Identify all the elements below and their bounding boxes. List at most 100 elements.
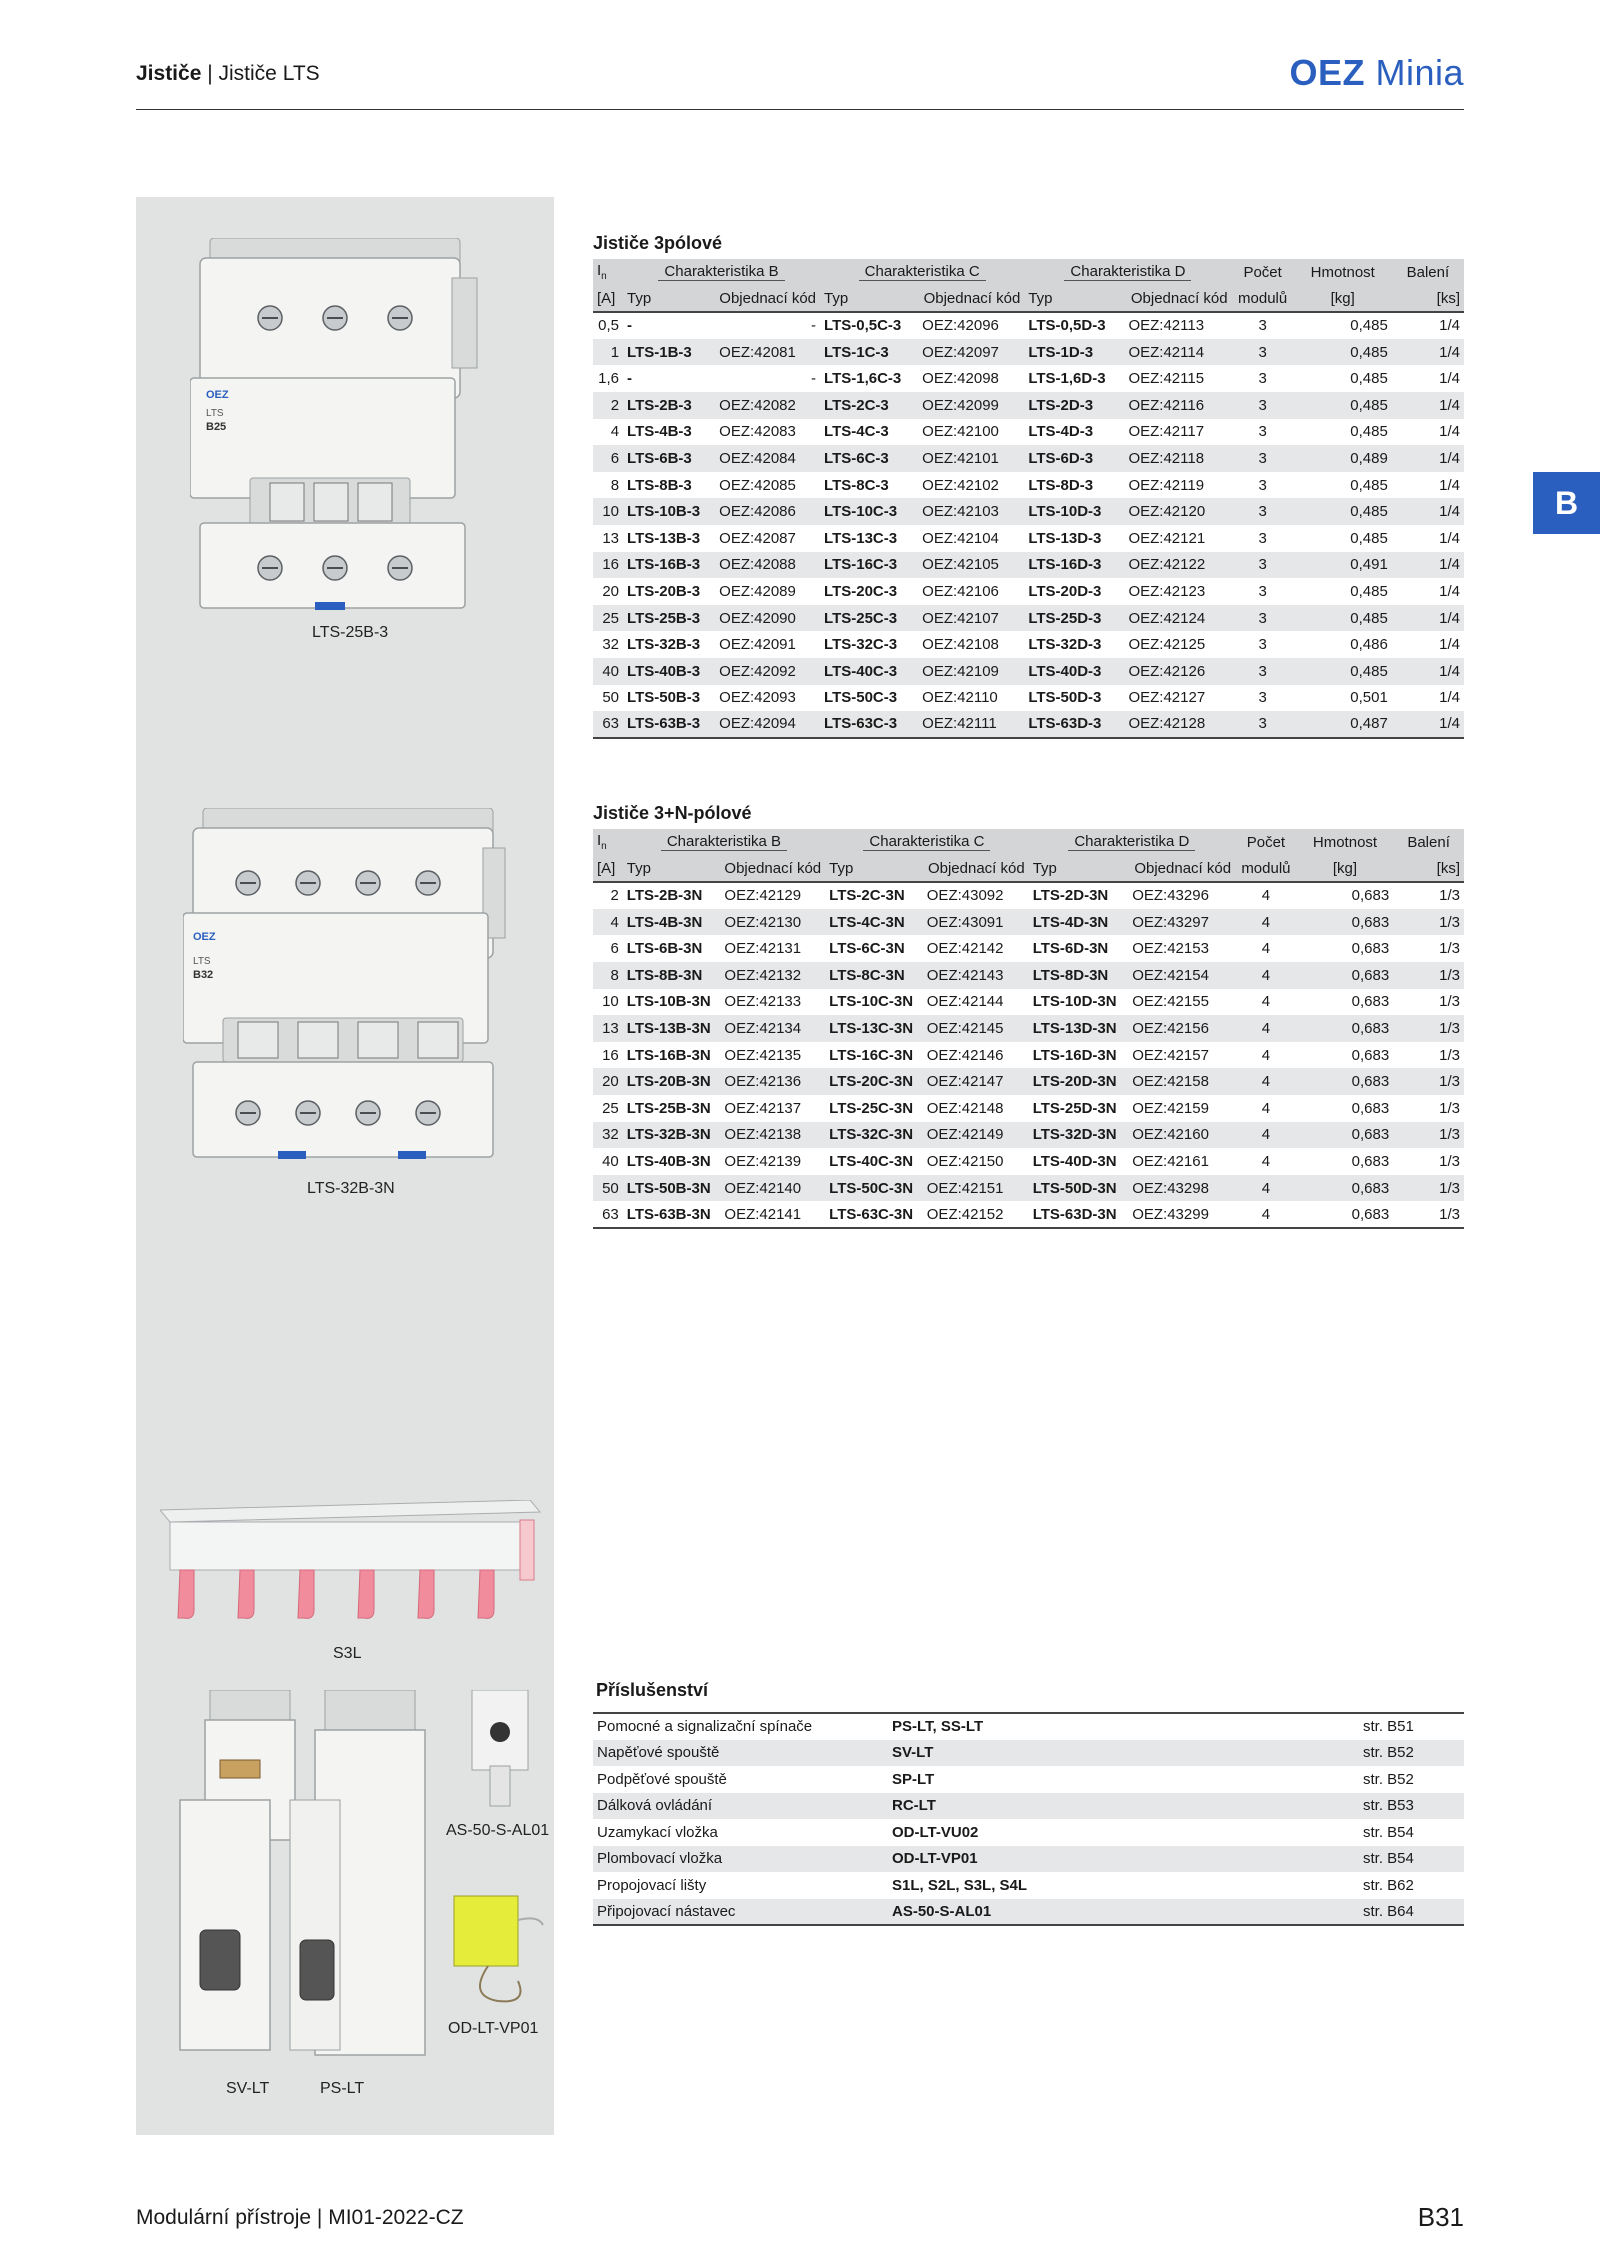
cell-type-d: LTS-16D-3 xyxy=(1024,551,1125,579)
cell-rated-current: 25 xyxy=(593,604,624,632)
cell-order-code-d: OEZ:42158 xyxy=(1128,1068,1236,1095)
cell-module-count: 3 xyxy=(1258,636,1267,654)
cell-rated-current: 40 xyxy=(593,657,624,685)
cell-type-d: LTS-50D-3 xyxy=(1028,689,1102,707)
cell-packaging: 1/3 xyxy=(1393,1174,1464,1202)
cell-weight: 0,489 xyxy=(1293,445,1392,472)
cell-type-b: LTS-50B-3N xyxy=(622,1174,721,1202)
cell-rated-current: 0,5 xyxy=(598,317,620,335)
cell-type-b: LTS-32B-3N xyxy=(622,1121,721,1149)
header-hmotnost-3n: Hmotnost xyxy=(1296,829,1394,856)
cell-rated-current: 25 xyxy=(602,1099,619,1117)
table-3n: In Charakteristika B Charakteristika C C… xyxy=(593,829,1464,1229)
cell-order-code-c: OEZ:42150 xyxy=(926,1152,1004,1170)
cell-type-c: LTS-6C-3N xyxy=(829,940,905,958)
cell-weight: 0,683 xyxy=(1351,887,1390,905)
header-char-b: Charakteristika B xyxy=(623,259,821,286)
accessory-type: S1L, S2L, S3L, S4L xyxy=(892,1876,1028,1894)
cell-type-d: LTS-40D-3 xyxy=(1024,657,1125,685)
cell-packaging: 1/4 xyxy=(1439,317,1460,335)
cell-type-b: LTS-8B-3N xyxy=(622,961,721,989)
cell-order-code-b: OEZ:42086 xyxy=(715,498,821,525)
device-logo-3n: OEZ xyxy=(193,931,216,943)
cell-type-b: LTS-1B-3 xyxy=(623,338,716,366)
cell-type-d: LTS-10D-3N xyxy=(1032,993,1117,1011)
cell-type-c: LTS-13C-3 xyxy=(824,529,898,547)
cell-order-code-b: OEZ:42138 xyxy=(720,1121,826,1149)
cell-type-d: LTS-40D-3N xyxy=(1032,1152,1117,1170)
cell-rated-current: 32 xyxy=(602,636,620,654)
cell-order-code-b: OEZ:42139 xyxy=(724,1152,802,1170)
cell-type-d: LTS-1,6D-3 xyxy=(1028,370,1106,388)
cell-module-count: 3 xyxy=(1258,689,1267,707)
cell-packaging: 1/4 xyxy=(1391,445,1464,472)
cell-module-count: 4 xyxy=(1235,1174,1297,1202)
cell-order-code-b: - xyxy=(811,317,817,335)
cell-type-d: LTS-25D-3 xyxy=(1024,604,1125,632)
cell-packaging: 1/4 xyxy=(1391,498,1464,525)
cell-rated-current: 6 xyxy=(610,940,619,958)
header-char-d: Charakteristika D xyxy=(1024,259,1232,286)
cell-order-code-d: OEZ:42122 xyxy=(1124,551,1232,579)
cell-packaging: 1/4 xyxy=(1391,711,1464,739)
cell-weight: 0,683 xyxy=(1351,1046,1390,1064)
cell-order-code-c: OEZ:42102 xyxy=(922,476,999,494)
cell-order-code-b: OEZ:42129 xyxy=(724,887,802,905)
cell-module-count: 4 xyxy=(1235,1068,1297,1095)
cell-order-code-d: OEZ:42157 xyxy=(1132,1046,1209,1064)
cell-type-b: - xyxy=(627,370,633,388)
cell-packaging: 1/3 xyxy=(1393,1015,1464,1042)
cell-order-code-c: OEZ:42148 xyxy=(926,1099,1004,1117)
cell-order-code-b: OEZ:42135 xyxy=(724,1046,802,1064)
cell-rated-current: 20 xyxy=(593,1068,623,1095)
sv-lt-ps-lt-drawing xyxy=(179,1690,426,2056)
cell-module-count: 3 xyxy=(1258,370,1267,388)
cell-order-code-b: OEZ:42133 xyxy=(724,993,802,1011)
cell-type-c: LTS-6C-3 xyxy=(820,445,919,472)
cell-packaging: 1/4 xyxy=(1439,476,1460,494)
brand-logo: OEZ Minia xyxy=(1289,52,1464,94)
cell-order-code-b: OEZ:42094 xyxy=(715,711,821,739)
device-rating-label-3n: B32 xyxy=(193,969,213,981)
accessory-page-ref: str. B62 xyxy=(1363,1876,1414,1894)
cell-type-d: LTS-10D-3 xyxy=(1024,498,1125,525)
cell-type-c: LTS-20C-3 xyxy=(824,582,898,600)
header-typ-b: Typ xyxy=(623,285,716,314)
accessory-type: SP-LT xyxy=(892,1770,935,1788)
cell-order-code-d: OEZ:42161 xyxy=(1132,1152,1209,1170)
accessory-page-ref: str. B52 xyxy=(1363,1770,1414,1788)
accessory-page-ref: str. B52 xyxy=(1359,1739,1464,1766)
header-pocet-3n: Počet xyxy=(1235,829,1297,856)
lts-3n-pole-drawing: OEZ LTS B32 xyxy=(183,808,506,1159)
cell-type-c: LTS-16C-3N xyxy=(829,1046,914,1064)
cell-packaging: 1/4 xyxy=(1439,689,1460,707)
cell-rated-current: 2 xyxy=(593,391,624,419)
cell-weight: 0,485 xyxy=(1293,604,1392,632)
accessory-name: Dálková ovládání xyxy=(593,1792,888,1819)
cell-packaging: 1/4 xyxy=(1439,636,1460,654)
cell-packaging: 1/3 xyxy=(1439,993,1460,1011)
cell-type-c: LTS-1C-3 xyxy=(820,338,919,366)
cell-module-count: 4 xyxy=(1235,1201,1297,1229)
cell-weight: 0,485 xyxy=(1350,529,1388,547)
header-unit-kg-3n: [kg] xyxy=(1296,855,1394,884)
cell-module-count: 3 xyxy=(1258,476,1267,494)
cell-type-d: LTS-8D-3N xyxy=(1028,961,1129,989)
header-unit-a: [A] xyxy=(593,285,624,314)
cell-order-code-c: OEZ:42099 xyxy=(918,391,1025,419)
cell-type-d: LTS-13D-3 xyxy=(1028,529,1102,547)
cell-weight: 0,485 xyxy=(1293,338,1392,366)
cell-type-d: LTS-25D-3N xyxy=(1032,1099,1117,1117)
cell-order-code-c: OEZ:43091 xyxy=(922,908,1029,936)
accessory-page-ref: str. B53 xyxy=(1359,1792,1464,1819)
cell-type-c: LTS-32C-3N xyxy=(825,1121,923,1149)
cell-order-code-c: OEZ:42110 xyxy=(922,689,998,707)
